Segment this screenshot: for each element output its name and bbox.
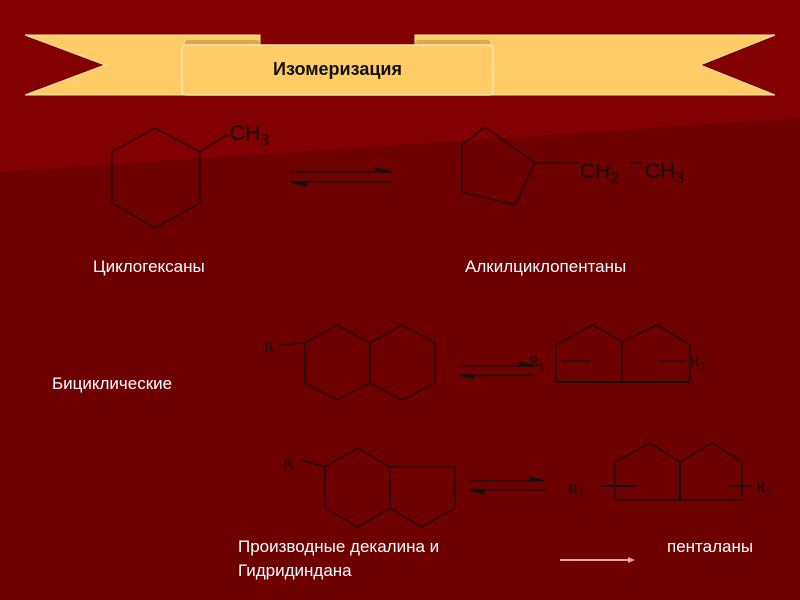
cyclohexanes-label: Циклогексаны: [93, 257, 205, 276]
title-ribbon: [24, 34, 776, 96]
equilibrium-arrow: [289, 167, 393, 187]
equilibrium-arrow: [469, 476, 546, 495]
substituent-r1: R1: [529, 354, 545, 373]
ethyl-group-ch2: CH2: [580, 160, 619, 187]
pentalanes-label: пенталаны: [667, 537, 754, 556]
substituent-r: R: [283, 456, 293, 472]
cyclopentane-ring: [461, 126, 536, 206]
pentalane-structure: [555, 324, 691, 383]
bicyclic-label: Бициклические: [52, 374, 173, 393]
alkylcyclopentanes-label: Алкилциклопентаны: [465, 257, 627, 276]
slide-title: Изомеризация: [273, 58, 402, 79]
substituent-r: R: [264, 340, 274, 356]
decalin-structure: [279, 324, 436, 401]
equilibrium-arrow: [459, 361, 536, 380]
substituent-r2: R2: [690, 354, 706, 373]
hydrindane-structure: [299, 447, 456, 528]
substituent-r2: R2: [756, 480, 772, 499]
methyl-group: CH3: [230, 122, 269, 149]
reaction-arrow: [560, 557, 635, 563]
hydrindane-label: Гидридиндана: [238, 561, 352, 580]
substituent-r1: R1: [568, 482, 584, 501]
ethyl-group-ch3: CH3: [645, 160, 684, 187]
pentalane-structure: [600, 442, 752, 501]
decalin-derivatives-label: Производные декалина и: [238, 537, 440, 556]
